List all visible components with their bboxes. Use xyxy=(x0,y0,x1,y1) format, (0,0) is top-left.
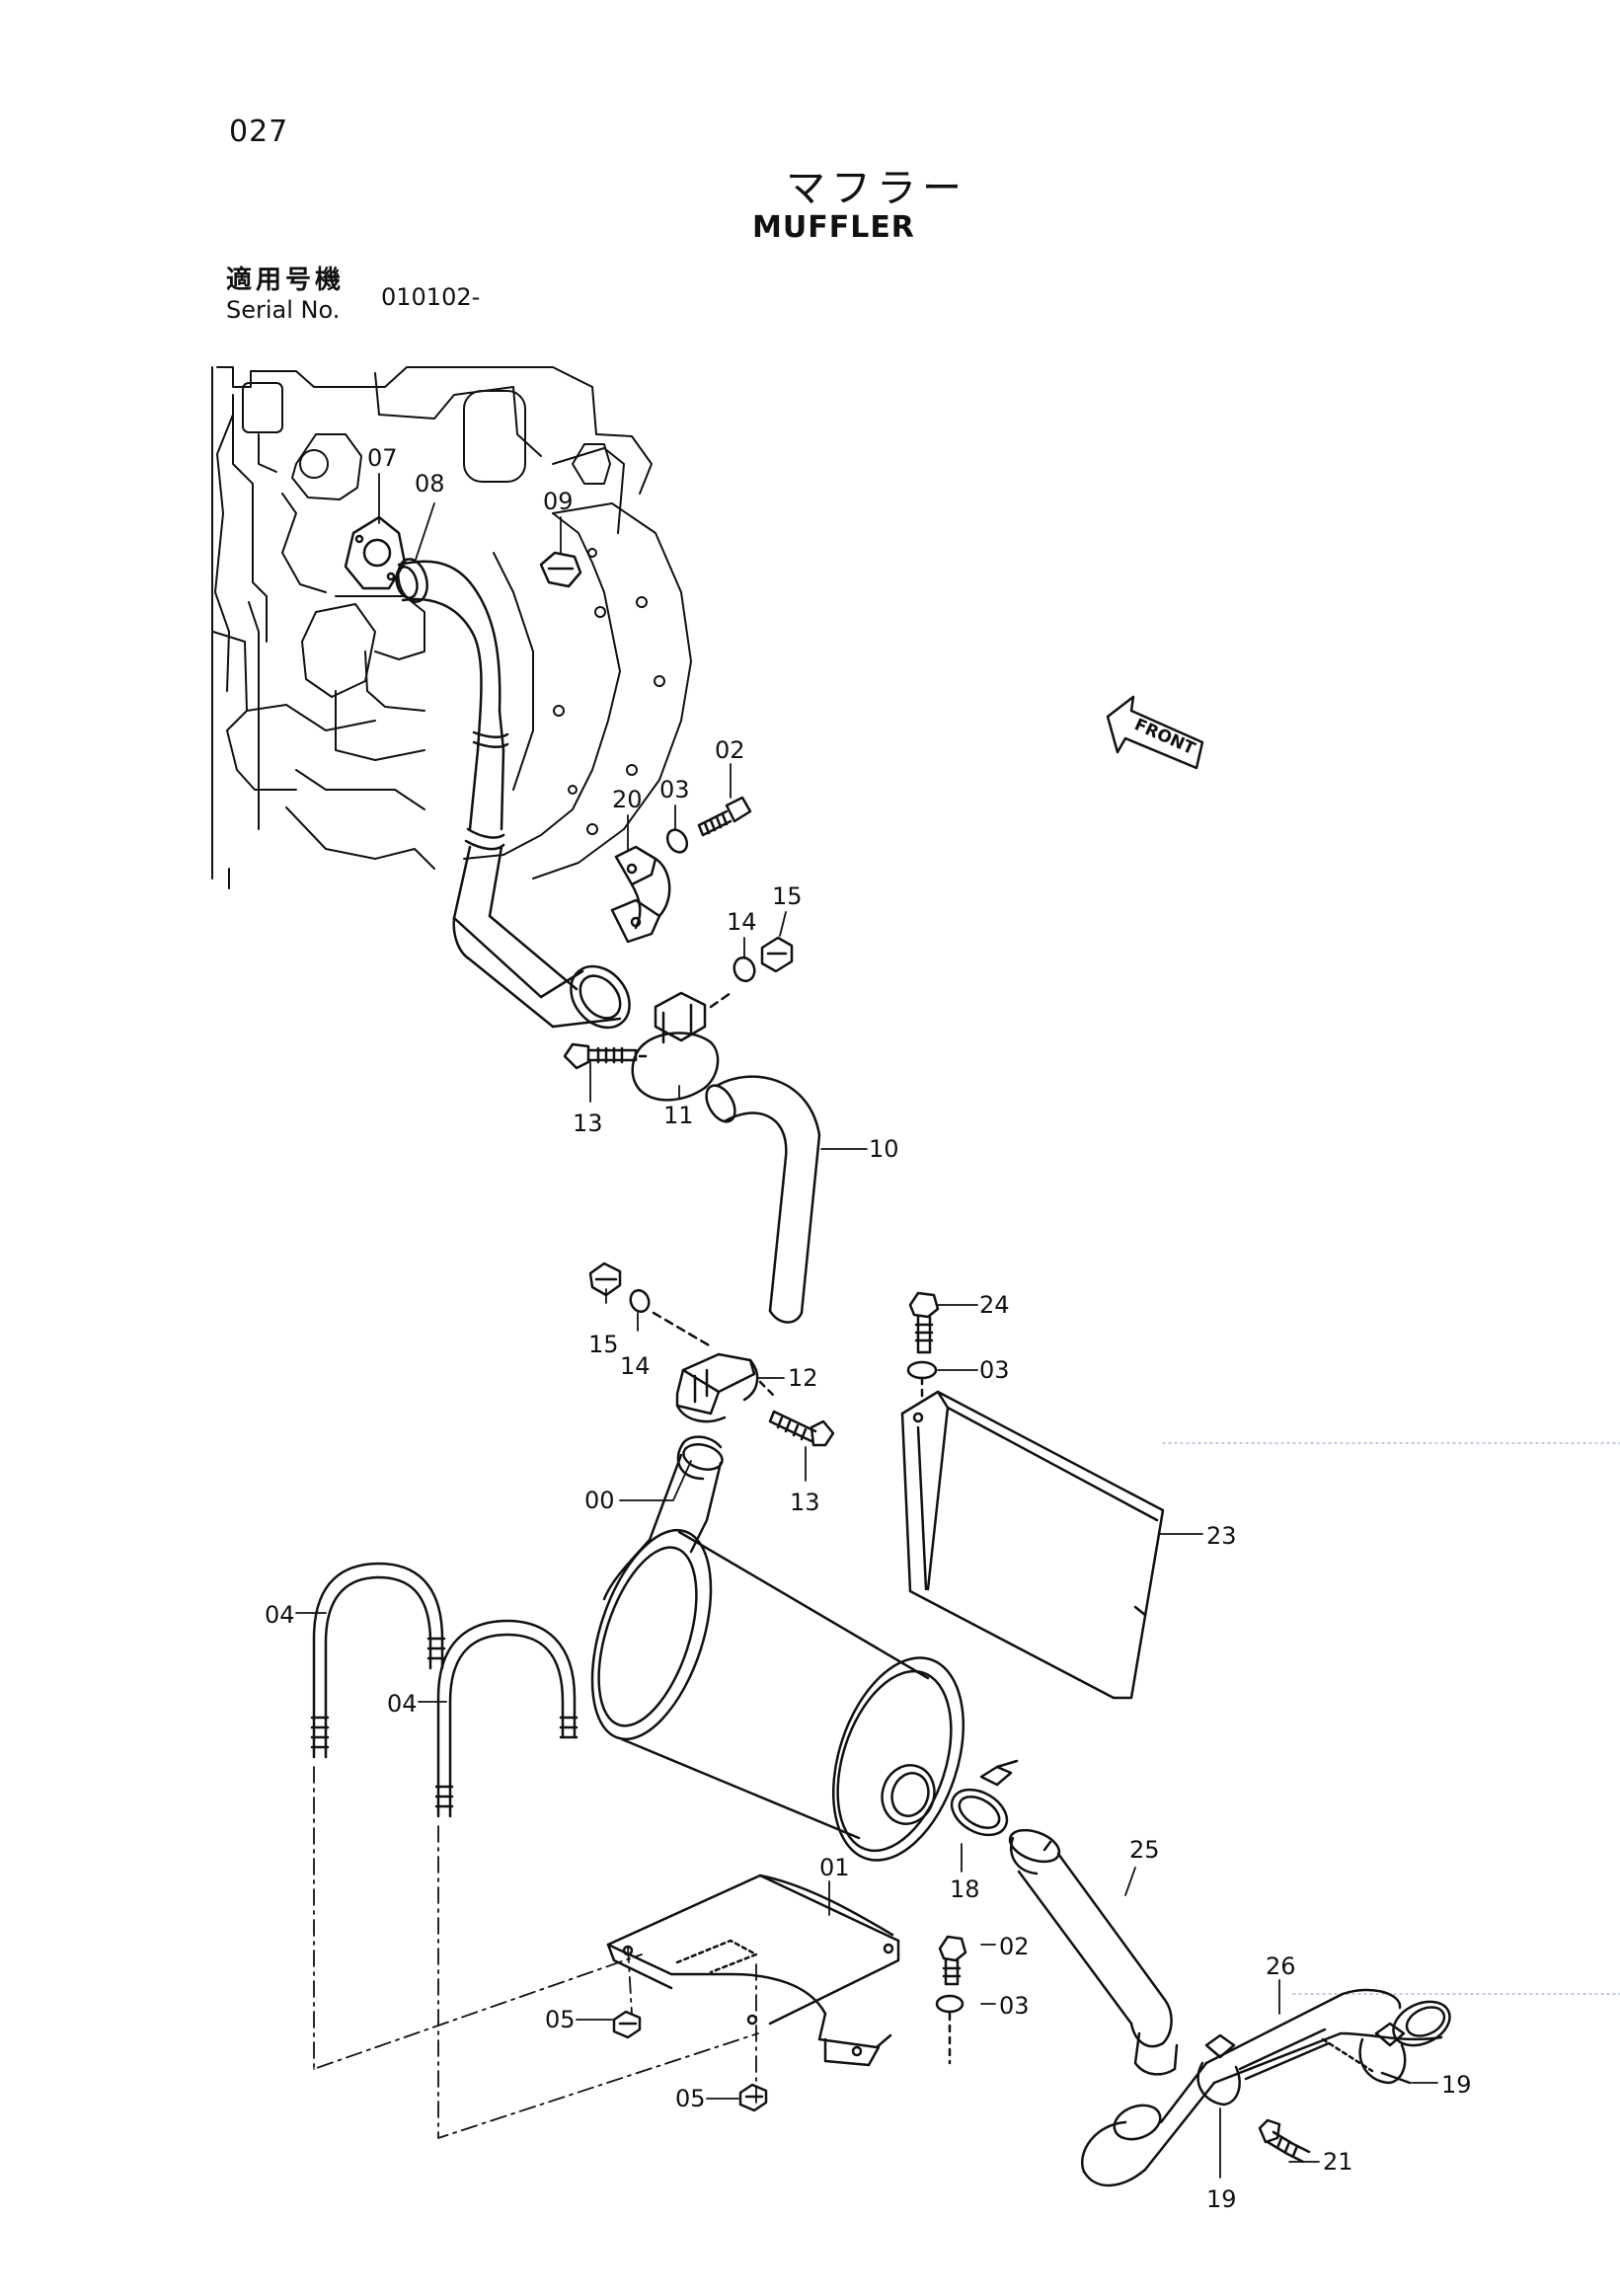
callout-20: 20 xyxy=(612,786,643,813)
nut-icon xyxy=(588,1262,622,1297)
engine-block-icon xyxy=(211,366,692,889)
nut-icon xyxy=(760,936,794,973)
front-arrow-icon: FRONT xyxy=(1106,695,1204,770)
assembly-line xyxy=(313,1766,759,2139)
callout-14: 14 xyxy=(727,908,757,936)
callout-09: 09 xyxy=(543,488,574,515)
page-title-japanese: マフラー xyxy=(786,166,967,211)
callout-00: 00 xyxy=(584,1487,615,1514)
callout-03: 03 xyxy=(979,1356,1010,1384)
bolt-icon xyxy=(1258,2118,1311,2164)
callout-05: 05 xyxy=(545,2006,576,2033)
muffler-bracket-icon xyxy=(606,1874,900,2067)
callout-19: 19 xyxy=(1441,2071,1472,2099)
page-number: 027 xyxy=(229,115,289,149)
u-bolt-icon xyxy=(310,1562,446,1759)
callout-02: 02 xyxy=(999,1933,1030,1960)
callout-03: 03 xyxy=(999,1992,1030,2020)
exhaust-pipe-icon xyxy=(705,1075,821,1324)
tail-pipe-icon xyxy=(1008,1828,1179,2076)
callout-12: 12 xyxy=(788,1364,818,1392)
callout-15: 15 xyxy=(772,882,803,910)
washer-icon xyxy=(906,1360,938,1380)
washer-icon xyxy=(935,1994,964,2014)
callout-08: 08 xyxy=(415,470,445,497)
callout-05: 05 xyxy=(675,2085,706,2112)
clamp-icon xyxy=(1196,2033,1241,2106)
muffler-icon xyxy=(590,1435,965,1862)
bolt-icon xyxy=(697,796,752,837)
clamp-icon xyxy=(675,1352,778,1423)
assembly-line xyxy=(652,1311,713,1348)
callout-01: 01 xyxy=(819,1854,850,1881)
nut-icon xyxy=(612,2010,642,2039)
bolt-icon xyxy=(563,1042,654,1070)
front-arrow-label: FRONT xyxy=(1131,715,1198,759)
tail-pipe-icon xyxy=(1081,1988,1451,2187)
callout-11: 11 xyxy=(663,1102,694,1129)
callout-04: 04 xyxy=(265,1601,295,1629)
serial-number-value: 010102- xyxy=(381,283,481,311)
callout-23: 23 xyxy=(1206,1522,1237,1550)
callout-15: 15 xyxy=(588,1331,619,1358)
callout-13: 13 xyxy=(790,1489,820,1516)
exhaust-pipe-icon xyxy=(395,558,631,1030)
washer-icon xyxy=(629,1288,651,1314)
bolt-icon xyxy=(938,1935,967,1986)
bolt-icon xyxy=(908,1291,940,1354)
nut-icon xyxy=(738,2083,768,2112)
callout-25: 25 xyxy=(1129,1836,1160,1864)
bracket-icon xyxy=(610,845,671,944)
leader-lines xyxy=(295,473,1438,2179)
heat-shield-icon xyxy=(900,1390,1165,1700)
callout-03: 03 xyxy=(659,776,690,804)
callout-13: 13 xyxy=(573,1110,603,1137)
nut-icon xyxy=(539,551,582,588)
serial-label-japanese: 適用号機 xyxy=(226,266,346,295)
callout-26: 26 xyxy=(1266,1952,1296,1980)
washer-icon xyxy=(665,828,689,854)
page-title: MUFFLER xyxy=(752,210,915,245)
callout-18: 18 xyxy=(950,1875,980,1903)
washer-icon xyxy=(733,956,756,983)
callout-07: 07 xyxy=(367,444,398,472)
callout-labels: 07 08 09 02 03 20 14 15 13 11 10 15 14 1… xyxy=(265,444,1472,2213)
callout-19: 19 xyxy=(1206,2185,1237,2213)
clamp-icon xyxy=(1358,2022,1412,2085)
callout-21: 21 xyxy=(1323,2148,1353,2176)
callout-04: 04 xyxy=(387,1690,418,1718)
bolt-icon xyxy=(768,1410,835,1447)
callout-14: 14 xyxy=(620,1352,651,1380)
callout-24: 24 xyxy=(979,1291,1010,1319)
clamp-icon xyxy=(950,1759,1019,1837)
callout-10: 10 xyxy=(869,1135,899,1163)
u-bolt-icon xyxy=(434,1619,579,1818)
clamp-icon xyxy=(631,991,733,1102)
callout-02: 02 xyxy=(715,736,745,764)
serial-label: Serial No. xyxy=(226,296,341,324)
